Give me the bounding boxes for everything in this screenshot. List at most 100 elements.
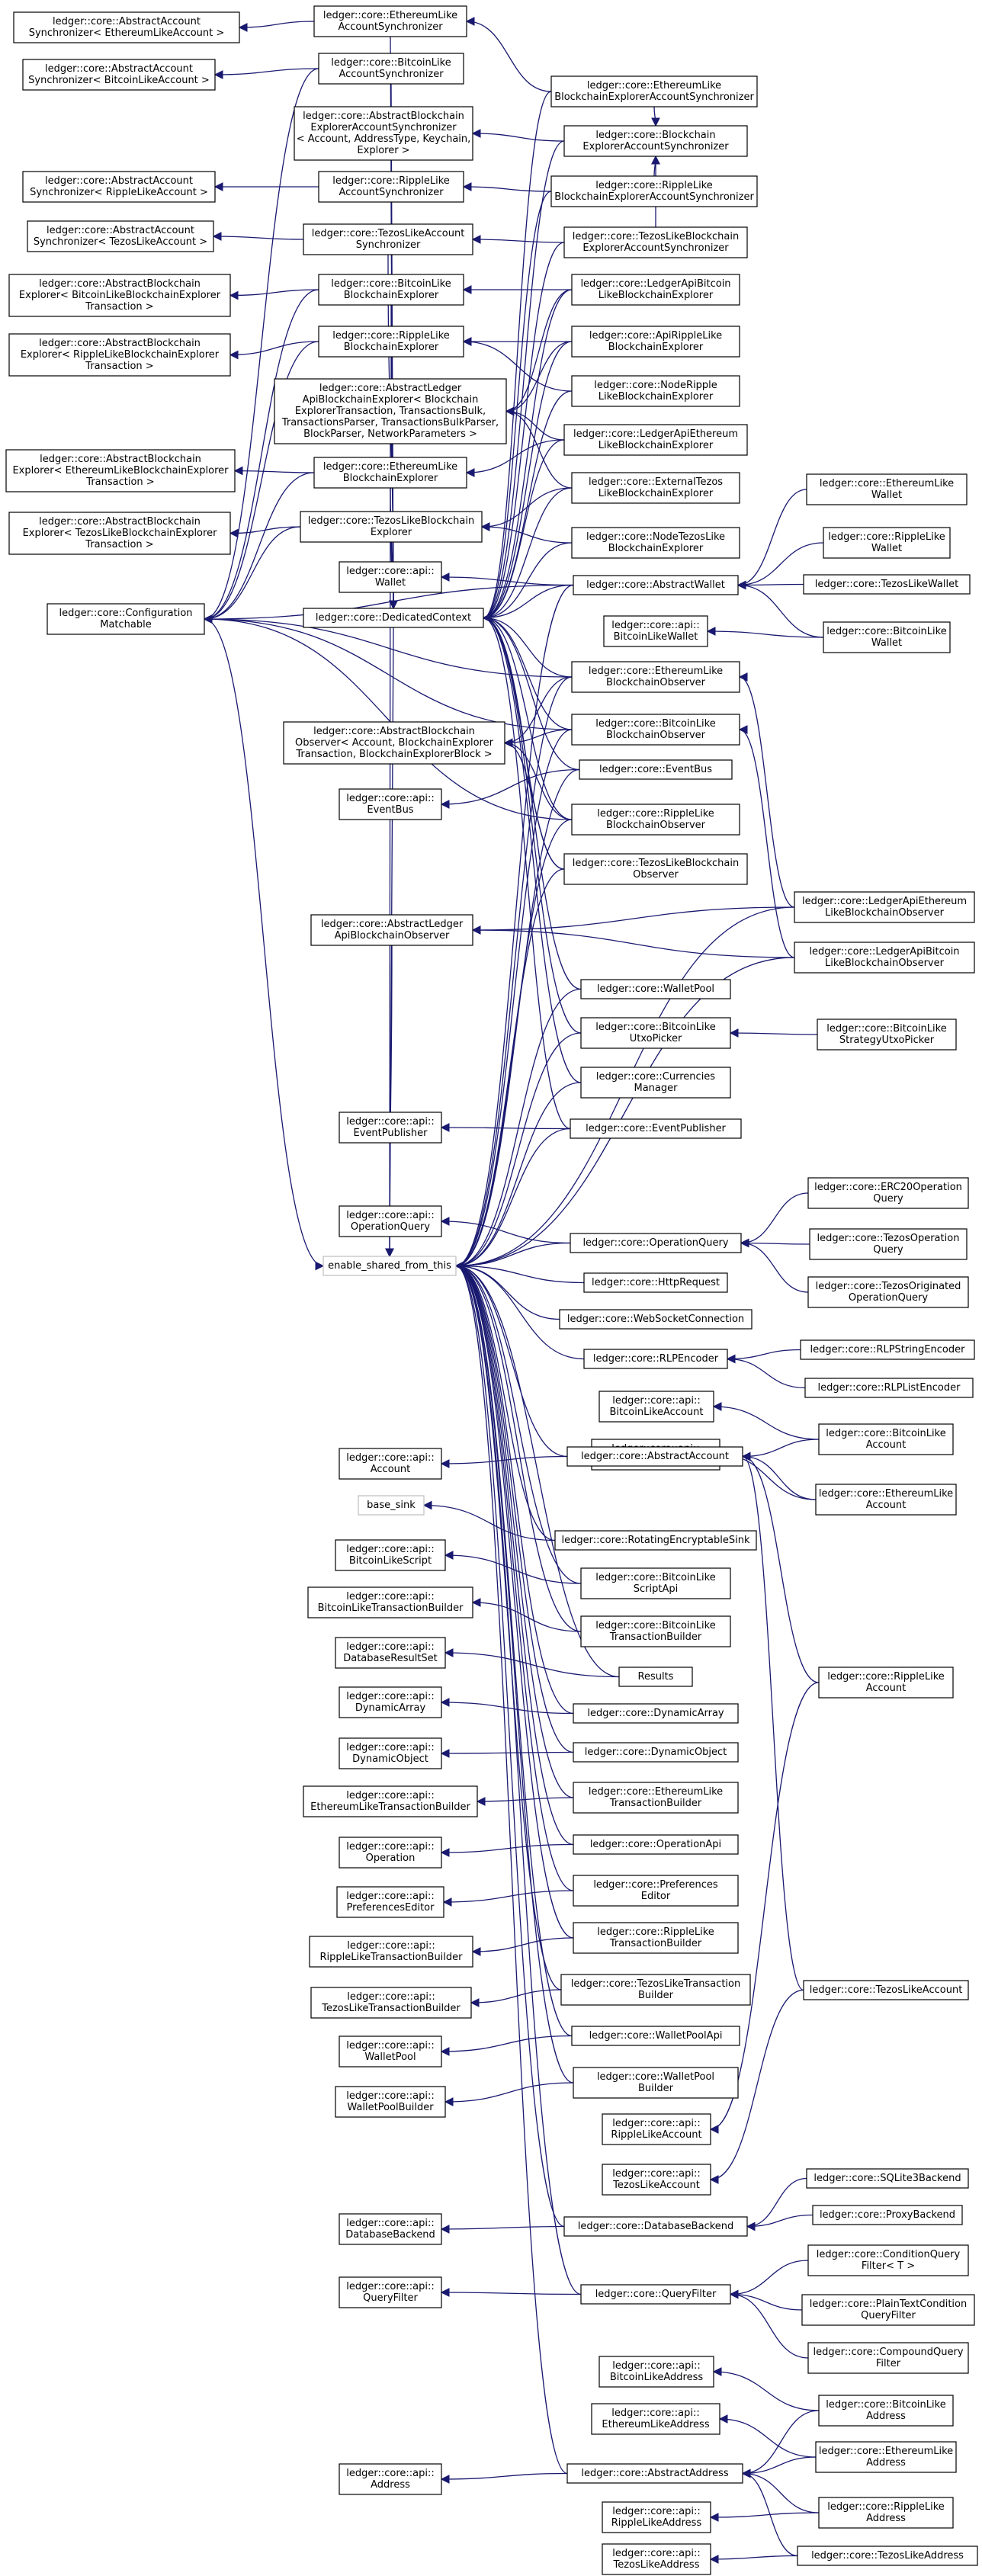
class-node-eth-tb[interactable]: ledger::core::EthereumLikeTransactionBui…	[573, 1782, 739, 1814]
class-node-eth-be[interactable]: ledger::core::EthereumLikeBlockchainExpl…	[313, 457, 467, 489]
class-node-eth-beas[interactable]: ledger::core::EthereumLikeBlockchainExpl…	[550, 75, 758, 107]
class-node-api-btc-wallet[interactable]: ledger::core::api::BitcoinLikeWallet	[603, 615, 708, 647]
class-node-btc-as[interactable]: ledger::core::BitcoinLikeAccountSynchron…	[318, 53, 464, 85]
class-node-api-xrp-account[interactable]: ledger::core::api::RippleLikeAccount	[602, 2113, 711, 2145]
class-node-xtz-address[interactable]: ledger::core::TezosLikeAddress	[797, 2546, 978, 2566]
class-node-abo[interactable]: ledger::core::AbstractBlockchainObserver…	[283, 721, 505, 765]
class-node-btc-wallet[interactable]: ledger::core::BitcoinLikeWallet	[823, 621, 951, 653]
class-node-sqlite3[interactable]: ledger::core::SQLite3Backend	[806, 2168, 969, 2189]
class-node-xtz-tb[interactable]: ledger::core::TezosLikeTransactionBuilde…	[560, 1974, 751, 2006]
class-node-node-xtz-be[interactable]: ledger::core::NodeTezosLikeBlockchainExp…	[571, 527, 740, 559]
class-node-btc-bo[interactable]: ledger::core::BitcoinLikeBlockchainObser…	[571, 714, 740, 746]
class-node-btc-be[interactable]: ledger::core::BitcoinLikeBlockchainExplo…	[318, 274, 464, 306]
class-node-lapi-eth-bo[interactable]: ledger::core::LedgerApiEthereumLikeBlock…	[794, 891, 975, 923]
class-node-rlp-enc[interactable]: ledger::core::RLPEncoder	[583, 1349, 728, 1369]
class-node-op-query[interactable]: ledger::core::OperationQuery	[570, 1233, 742, 1253]
class-node-event-pub[interactable]: ledger::core::EventPublisher	[570, 1118, 742, 1139]
class-node-xtz-orig-query[interactable]: ledger::core::TezosOriginatedOperationQu…	[807, 1276, 969, 1308]
class-node-abeas[interactable]: ledger::core::AbstractBlockchainExplorer…	[294, 106, 473, 161]
class-node-xrp-beas[interactable]: ledger::core::RippleLikeBlockchainExplor…	[550, 175, 758, 207]
class-node-rlp-str[interactable]: ledger::core::RLPStringEncoder	[800, 1339, 975, 1360]
class-node-btc-tb[interactable]: ledger::core::BitcoinLikeTransactionBuil…	[580, 1615, 731, 1647]
class-node-xtz-account[interactable]: ledger::core::TezosLikeAccount	[803, 1980, 969, 2000]
class-node-xtz-bo[interactable]: ledger::core::TezosLikeBlockchainObserve…	[563, 853, 748, 885]
class-node-api-xrp-tb[interactable]: ledger::core::api::RippleLikeTransaction…	[309, 1936, 473, 1968]
class-node-xrp-bo[interactable]: ledger::core::RippleLikeBlockchainObserv…	[571, 804, 740, 836]
class-node-abs-account[interactable]: ledger::core::AbstractAccount	[566, 1446, 743, 1467]
class-node-api-btc-account[interactable]: ledger::core::api::BitcoinLikeAccount	[599, 1391, 714, 1423]
class-node-aas-eth[interactable]: ledger::core::AbstractAccountSynchronize…	[13, 11, 240, 43]
class-node-btc-account[interactable]: ledger::core::BitcoinLikeAccount	[818, 1423, 954, 1455]
class-node-results[interactable]: Results	[618, 1667, 693, 1687]
class-node-db-backend[interactable]: ledger::core::DatabaseBackend	[563, 2216, 748, 2237]
class-node-api-btc-address[interactable]: ledger::core::api::BitcoinLikeAddress	[599, 2356, 714, 2388]
class-node-api-event-pub[interactable]: ledger::core::api::EventPublisher	[339, 1112, 442, 1144]
class-node-btc-address[interactable]: ledger::core::BitcoinLikeAddress	[818, 2395, 954, 2427]
class-node-enable-shared[interactable]: enable_shared_from_this	[323, 1256, 457, 1276]
class-node-api-address[interactable]: ledger::core::api::Address	[339, 2463, 442, 2495]
class-node-wp-builder[interactable]: ledger::core::WalletPoolBuilder	[573, 2067, 739, 2099]
class-node-xtz-wallet[interactable]: ledger::core::TezosLikeWallet	[803, 574, 971, 595]
class-node-lapi-btc-bo[interactable]: ledger::core::LedgerApiBitcoinLikeBlockc…	[794, 942, 975, 974]
class-node-lapi-btc-be[interactable]: ledger::core::LedgerApiBitcoinLikeBlockc…	[571, 274, 740, 306]
class-node-albo[interactable]: ledger::core::AbstractLedgerApiBlockchai…	[310, 914, 473, 946]
class-node-dctx[interactable]: ledger::core::DedicatedContext	[303, 608, 484, 628]
class-node-api-op-query[interactable]: ledger::core::api::OperationQuery	[339, 1205, 442, 1237]
class-node-rot-sink[interactable]: ledger::core::RotatingEncryptableSink	[554, 1530, 757, 1551]
class-node-xrp-account[interactable]: ledger::core::RippleLikeAccount	[818, 1667, 954, 1699]
class-node-rlp-list[interactable]: ledger::core::RLPListEncoder	[804, 1378, 974, 1398]
class-node-pref-editor[interactable]: ledger::core::PreferencesEditor	[573, 1875, 739, 1907]
class-node-plain-text-cond[interactable]: ledger::core::PlainTextConditionQueryFil…	[801, 2294, 975, 2326]
class-node-http-req[interactable]: ledger::core::HttpRequest	[583, 1272, 728, 1293]
class-node-dyn-array[interactable]: ledger::core::DynamicArray	[573, 1703, 739, 1724]
class-node-xtz-beas[interactable]: ledger::core::TezosLikeBlockchainExplore…	[563, 226, 748, 258]
class-node-xtz-as[interactable]: ledger::core::TezosLikeAccountSynchroniz…	[303, 223, 473, 255]
class-node-base-sink[interactable]: base_sink	[358, 1495, 425, 1516]
class-node-abe-btc[interactable]: ledger::core::AbstractBlockchainExplorer…	[8, 274, 231, 317]
class-node-api-account[interactable]: ledger::core::api::Account	[339, 1448, 442, 1480]
class-node-wallet-pool[interactable]: ledger::core::WalletPool	[580, 979, 731, 999]
class-node-eth-as[interactable]: ledger::core::EthereumLikeAccountSynchro…	[313, 5, 467, 37]
class-node-ws-conn[interactable]: ledger::core::WebSocketConnection	[559, 1309, 753, 1330]
class-node-api-event-bus[interactable]: ledger::core::api::EventBus	[339, 788, 442, 820]
class-node-abe-xtz[interactable]: ledger::core::AbstractBlockchainExplorer…	[8, 512, 231, 555]
class-node-api-db-result[interactable]: ledger::core::api::DatabaseResultSet	[335, 1637, 446, 1669]
class-node-eth-bo[interactable]: ledger::core::EthereumLikeBlockchainObse…	[571, 661, 740, 693]
class-node-node-xrp-be[interactable]: ledger::core::NodeRippleLikeBlockchainEx…	[571, 375, 740, 407]
class-node-api-operation[interactable]: ledger::core::api::Operation	[339, 1837, 442, 1869]
class-node-api-wallet[interactable]: ledger::core::api::Wallet	[339, 561, 442, 593]
class-node-api-eth-address[interactable]: ledger::core::api::EthereumLikeAddress	[591, 2403, 720, 2435]
class-node-albe[interactable]: ledger::core::AbstractLedgerApiBlockchai…	[274, 378, 507, 444]
class-node-btc-strat-utxo[interactable]: ledger::core::BitcoinLikeStrategyUtxoPic…	[817, 1019, 957, 1051]
class-node-xrp-tb[interactable]: ledger::core::RippleLikeTransactionBuild…	[573, 1922, 739, 1954]
class-node-op-api[interactable]: ledger::core::OperationApi	[573, 1834, 739, 1855]
class-node-api-xtz-address[interactable]: ledger::core::api::TezosLikeAddress	[602, 2543, 711, 2575]
class-node-api-xtz-account[interactable]: ledger::core::api::TezosLikeAccount	[602, 2164, 711, 2196]
class-node-api-xrp-address[interactable]: ledger::core::api::RippleLikeAddress	[602, 2501, 711, 2533]
class-node-xrp-as[interactable]: ledger::core::RippleLikeAccountSynchroni…	[318, 171, 464, 203]
class-node-lapi-eth-be[interactable]: ledger::core::LedgerApiEthereumLikeBlock…	[563, 424, 748, 456]
class-node-beas[interactable]: ledger::core::BlockchainExplorerAccountS…	[563, 125, 748, 157]
class-node-abe-xrp[interactable]: ledger::core::AbstractBlockchainExplorer…	[8, 333, 231, 377]
class-node-dyn-object[interactable]: ledger::core::DynamicObject	[573, 1742, 739, 1763]
class-node-api-wp-builder[interactable]: ledger::core::api::WalletPoolBuilder	[335, 2086, 446, 2118]
class-node-abe-eth[interactable]: ledger::core::AbstractBlockchainExplorer…	[5, 449, 236, 492]
class-node-api-wallet-pool[interactable]: ledger::core::api::WalletPool	[339, 2035, 442, 2068]
class-node-abs-wallet[interactable]: ledger::core::AbstractWallet	[573, 575, 739, 595]
class-node-api-xtz-tb[interactable]: ledger::core::api::TezosLikeTransactionB…	[310, 1987, 472, 2019]
class-node-wallet-pool-api[interactable]: ledger::core::WalletPoolApi	[571, 2026, 740, 2046]
class-node-abs-address[interactable]: ledger::core::AbstractAddress	[566, 2463, 743, 2484]
class-node-api-dyn-array[interactable]: ledger::core::api::DynamicArray	[339, 1686, 442, 1718]
class-node-aas-xrp[interactable]: ledger::core::AbstractAccountSynchronize…	[22, 171, 216, 203]
class-node-xrp-address[interactable]: ledger::core::RippleLikeAddress	[818, 2497, 954, 2529]
class-node-api-btc-tb[interactable]: ledger::core::api::BitcoinLikeTransactio…	[307, 1586, 473, 1618]
class-node-api-xrp-be[interactable]: ledger::core::ApiRippleLikeBlockchainExp…	[571, 326, 740, 358]
